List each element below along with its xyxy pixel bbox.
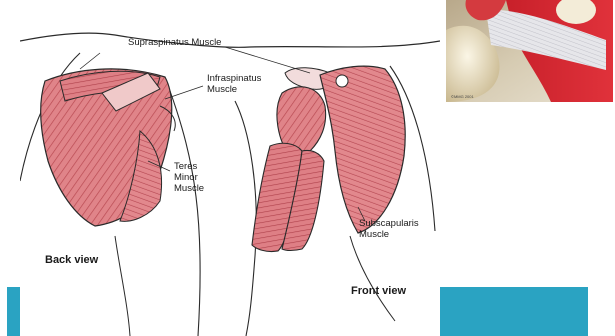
supraspinatus-leader-front [225, 47, 310, 73]
back-torso-line [115, 236, 130, 336]
rotator-cuff-illustration: Supraspinatus Muscle Infraspinatus Muscl… [20, 11, 440, 336]
supraspinatus-label: Supraspinatus Muscle [128, 37, 221, 48]
front-torso-line [350, 236, 395, 321]
clavicle-end-shape [336, 75, 348, 87]
photo-credit: ©MMG 2001 [451, 94, 474, 99]
shoulder-3d-render [446, 0, 613, 102]
teres-minor-label: Teres Minor Muscle [174, 161, 204, 194]
shoulder-3d-photo: ©MMG 2001 [446, 0, 613, 102]
subscapularis-muscle-shape [320, 66, 405, 233]
front-arm-outline [235, 101, 256, 336]
infraspinatus-label: Infraspinatus Muscle [207, 73, 261, 95]
supraspinatus-leader-back [80, 53, 100, 69]
front-view-label: Front view [351, 285, 406, 297]
subscapularis-label: Subscapularis Muscle [359, 218, 419, 240]
back-view-label: Back view [45, 254, 98, 266]
shoulder-outline [20, 33, 440, 47]
